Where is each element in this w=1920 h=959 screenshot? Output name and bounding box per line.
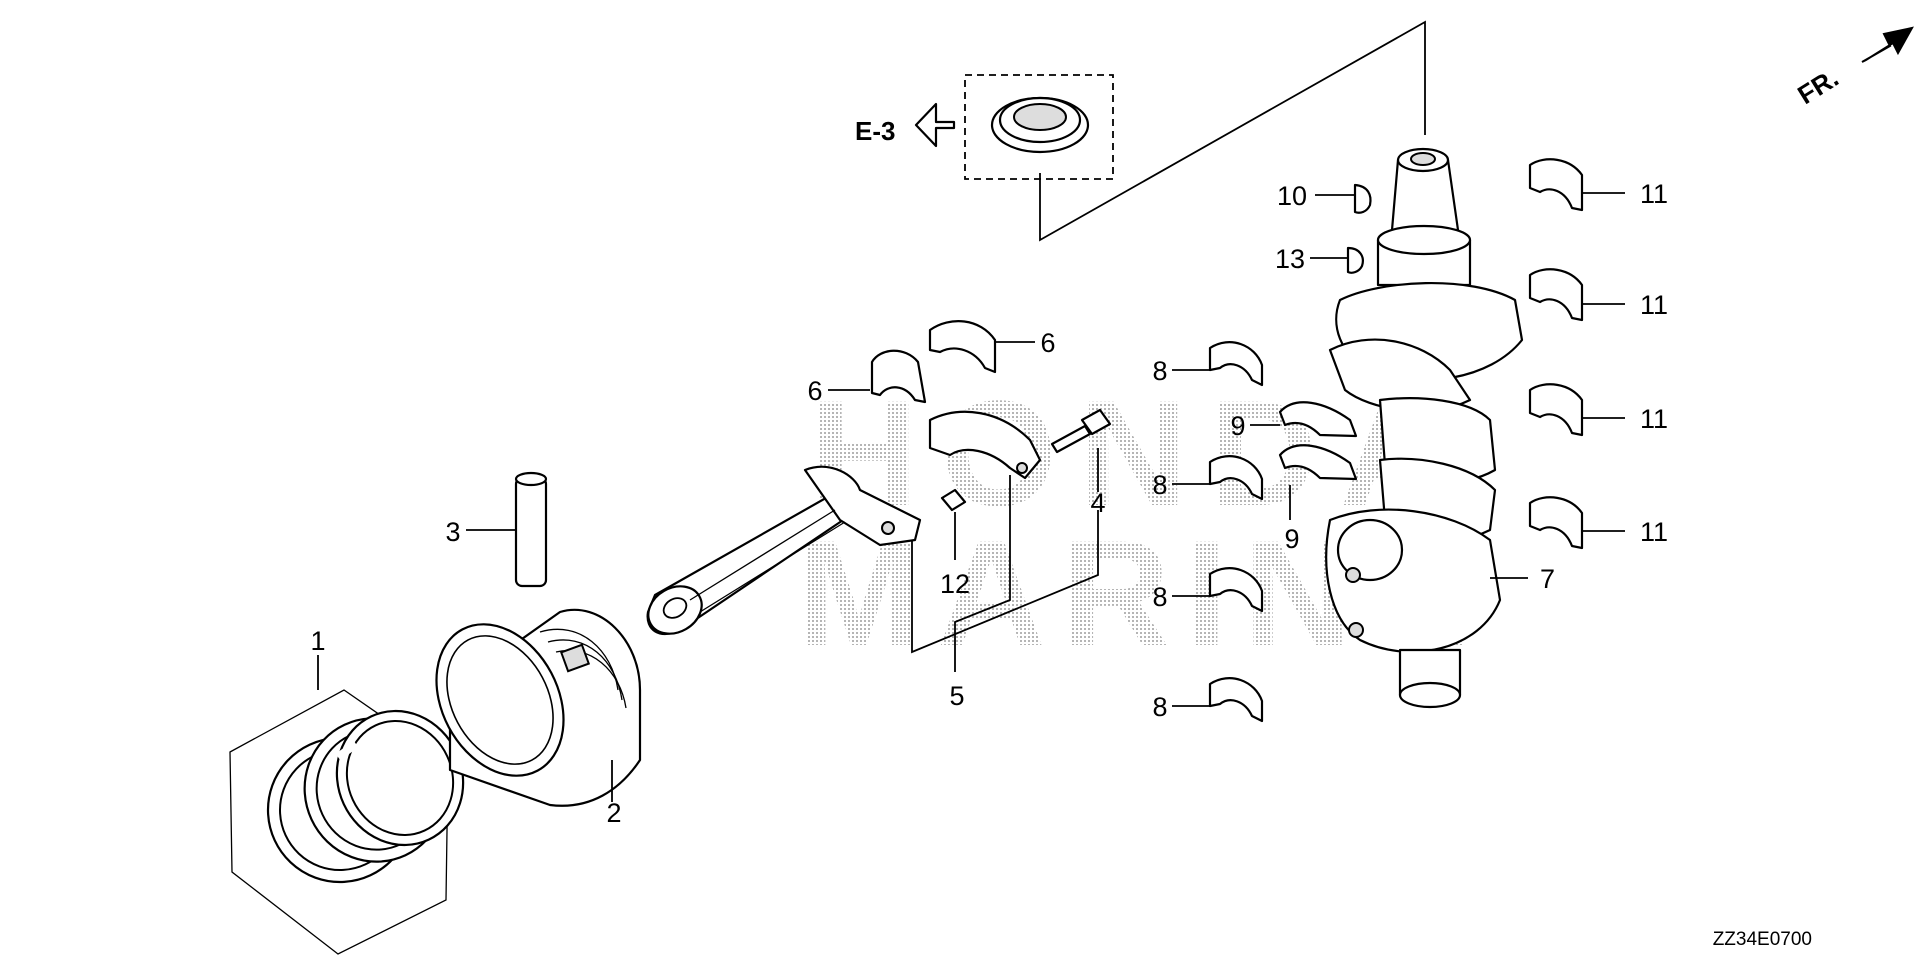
front-direction-indicator: FR. <box>1792 26 1914 110</box>
rod-bearings <box>828 320 1035 404</box>
callout-1: 1 <box>310 626 325 656</box>
callout-8d: 8 <box>1152 692 1167 722</box>
piston <box>435 608 642 807</box>
callout-11a: 11 <box>1640 179 1668 209</box>
crankshaft-keys <box>1310 183 1372 274</box>
callout-11d: 11 <box>1640 517 1668 547</box>
callout-11b: 11 <box>1640 290 1668 320</box>
callout-11c: 11 <box>1640 404 1668 434</box>
callout-4: 4 <box>1090 488 1105 518</box>
thrust-washers <box>1250 401 1358 520</box>
dowel-pin <box>940 488 967 560</box>
front-arrow-icon <box>1861 26 1914 63</box>
connecting-rod-bolt <box>1050 408 1112 492</box>
main-bearings <box>1172 341 1264 723</box>
callout-9a: 9 <box>1230 411 1245 441</box>
callout-6a: 6 <box>1040 328 1055 358</box>
callout-8b: 8 <box>1152 470 1167 500</box>
callout-6b: 6 <box>807 376 822 406</box>
callout-10: 10 <box>1277 181 1307 211</box>
callouts: 1 2 3 4 5 6 6 7 8 8 8 8 9 9 10 11 11 11 … <box>310 179 1668 828</box>
piston-ring-set <box>229 655 465 955</box>
callout-5: 5 <box>949 681 964 711</box>
callout-2: 2 <box>606 798 621 828</box>
diagram-code: ZZ34E0700 <box>1713 929 1812 950</box>
leader-lines <box>1039 20 1426 242</box>
connecting-rod-cap <box>928 410 1042 480</box>
reference-label: E-3 <box>855 116 895 146</box>
callout-7: 7 <box>1540 564 1555 594</box>
thrust-halves <box>1528 158 1625 550</box>
direction-label: FR. <box>1792 62 1843 110</box>
callout-12: 12 <box>940 569 970 599</box>
callout-8c: 8 <box>1152 582 1167 612</box>
callout-9b: 9 <box>1284 524 1299 554</box>
callout-8a: 8 <box>1152 356 1167 386</box>
piston-pin <box>466 471 548 588</box>
crankshaft <box>1325 147 1528 709</box>
rod-leader-lines <box>911 475 1099 672</box>
callout-13: 13 <box>1275 244 1305 274</box>
oil-seal-reference: E-3 <box>855 74 1114 180</box>
connecting-rod <box>646 465 922 636</box>
callout-3: 3 <box>445 517 460 547</box>
